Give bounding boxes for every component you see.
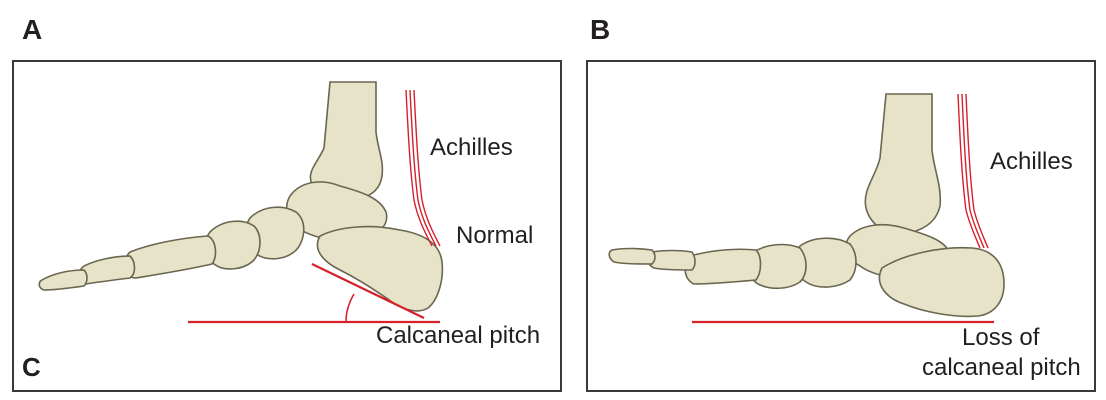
calcaneal-pitch-label-b: calcaneal pitch [922,354,1081,381]
achilles-label-b: Achilles [990,148,1073,175]
tibia-bone-b [864,93,942,235]
calcaneus-bone-a [316,225,444,312]
achilles-tendon-b [957,93,989,249]
panel-b-foot [608,93,1005,324]
calcaneal-pitch-label: Calcaneal pitch [376,322,541,349]
panel-b-letter: B [590,14,611,45]
panel-c-letter: C [22,352,41,382]
pitch-angle-arc-a [345,293,355,323]
achilles-label-a: Achilles [430,134,513,161]
metatarsal-bone-b [684,248,762,285]
panel-a-letter: A [22,14,43,45]
calcaneus-bone-b [878,246,1005,318]
normal-label: Normal [456,222,534,249]
pitch-line-a [311,263,425,319]
phalanx-distal-b [608,247,656,265]
metatarsal-bone-a [123,235,217,279]
panel-a-foot [38,81,444,324]
achilles-tendon-a [405,89,441,247]
panel-b-frame [586,60,1096,392]
loss-of-label: Loss of [962,324,1040,351]
phalanx-distal-a [38,269,88,291]
